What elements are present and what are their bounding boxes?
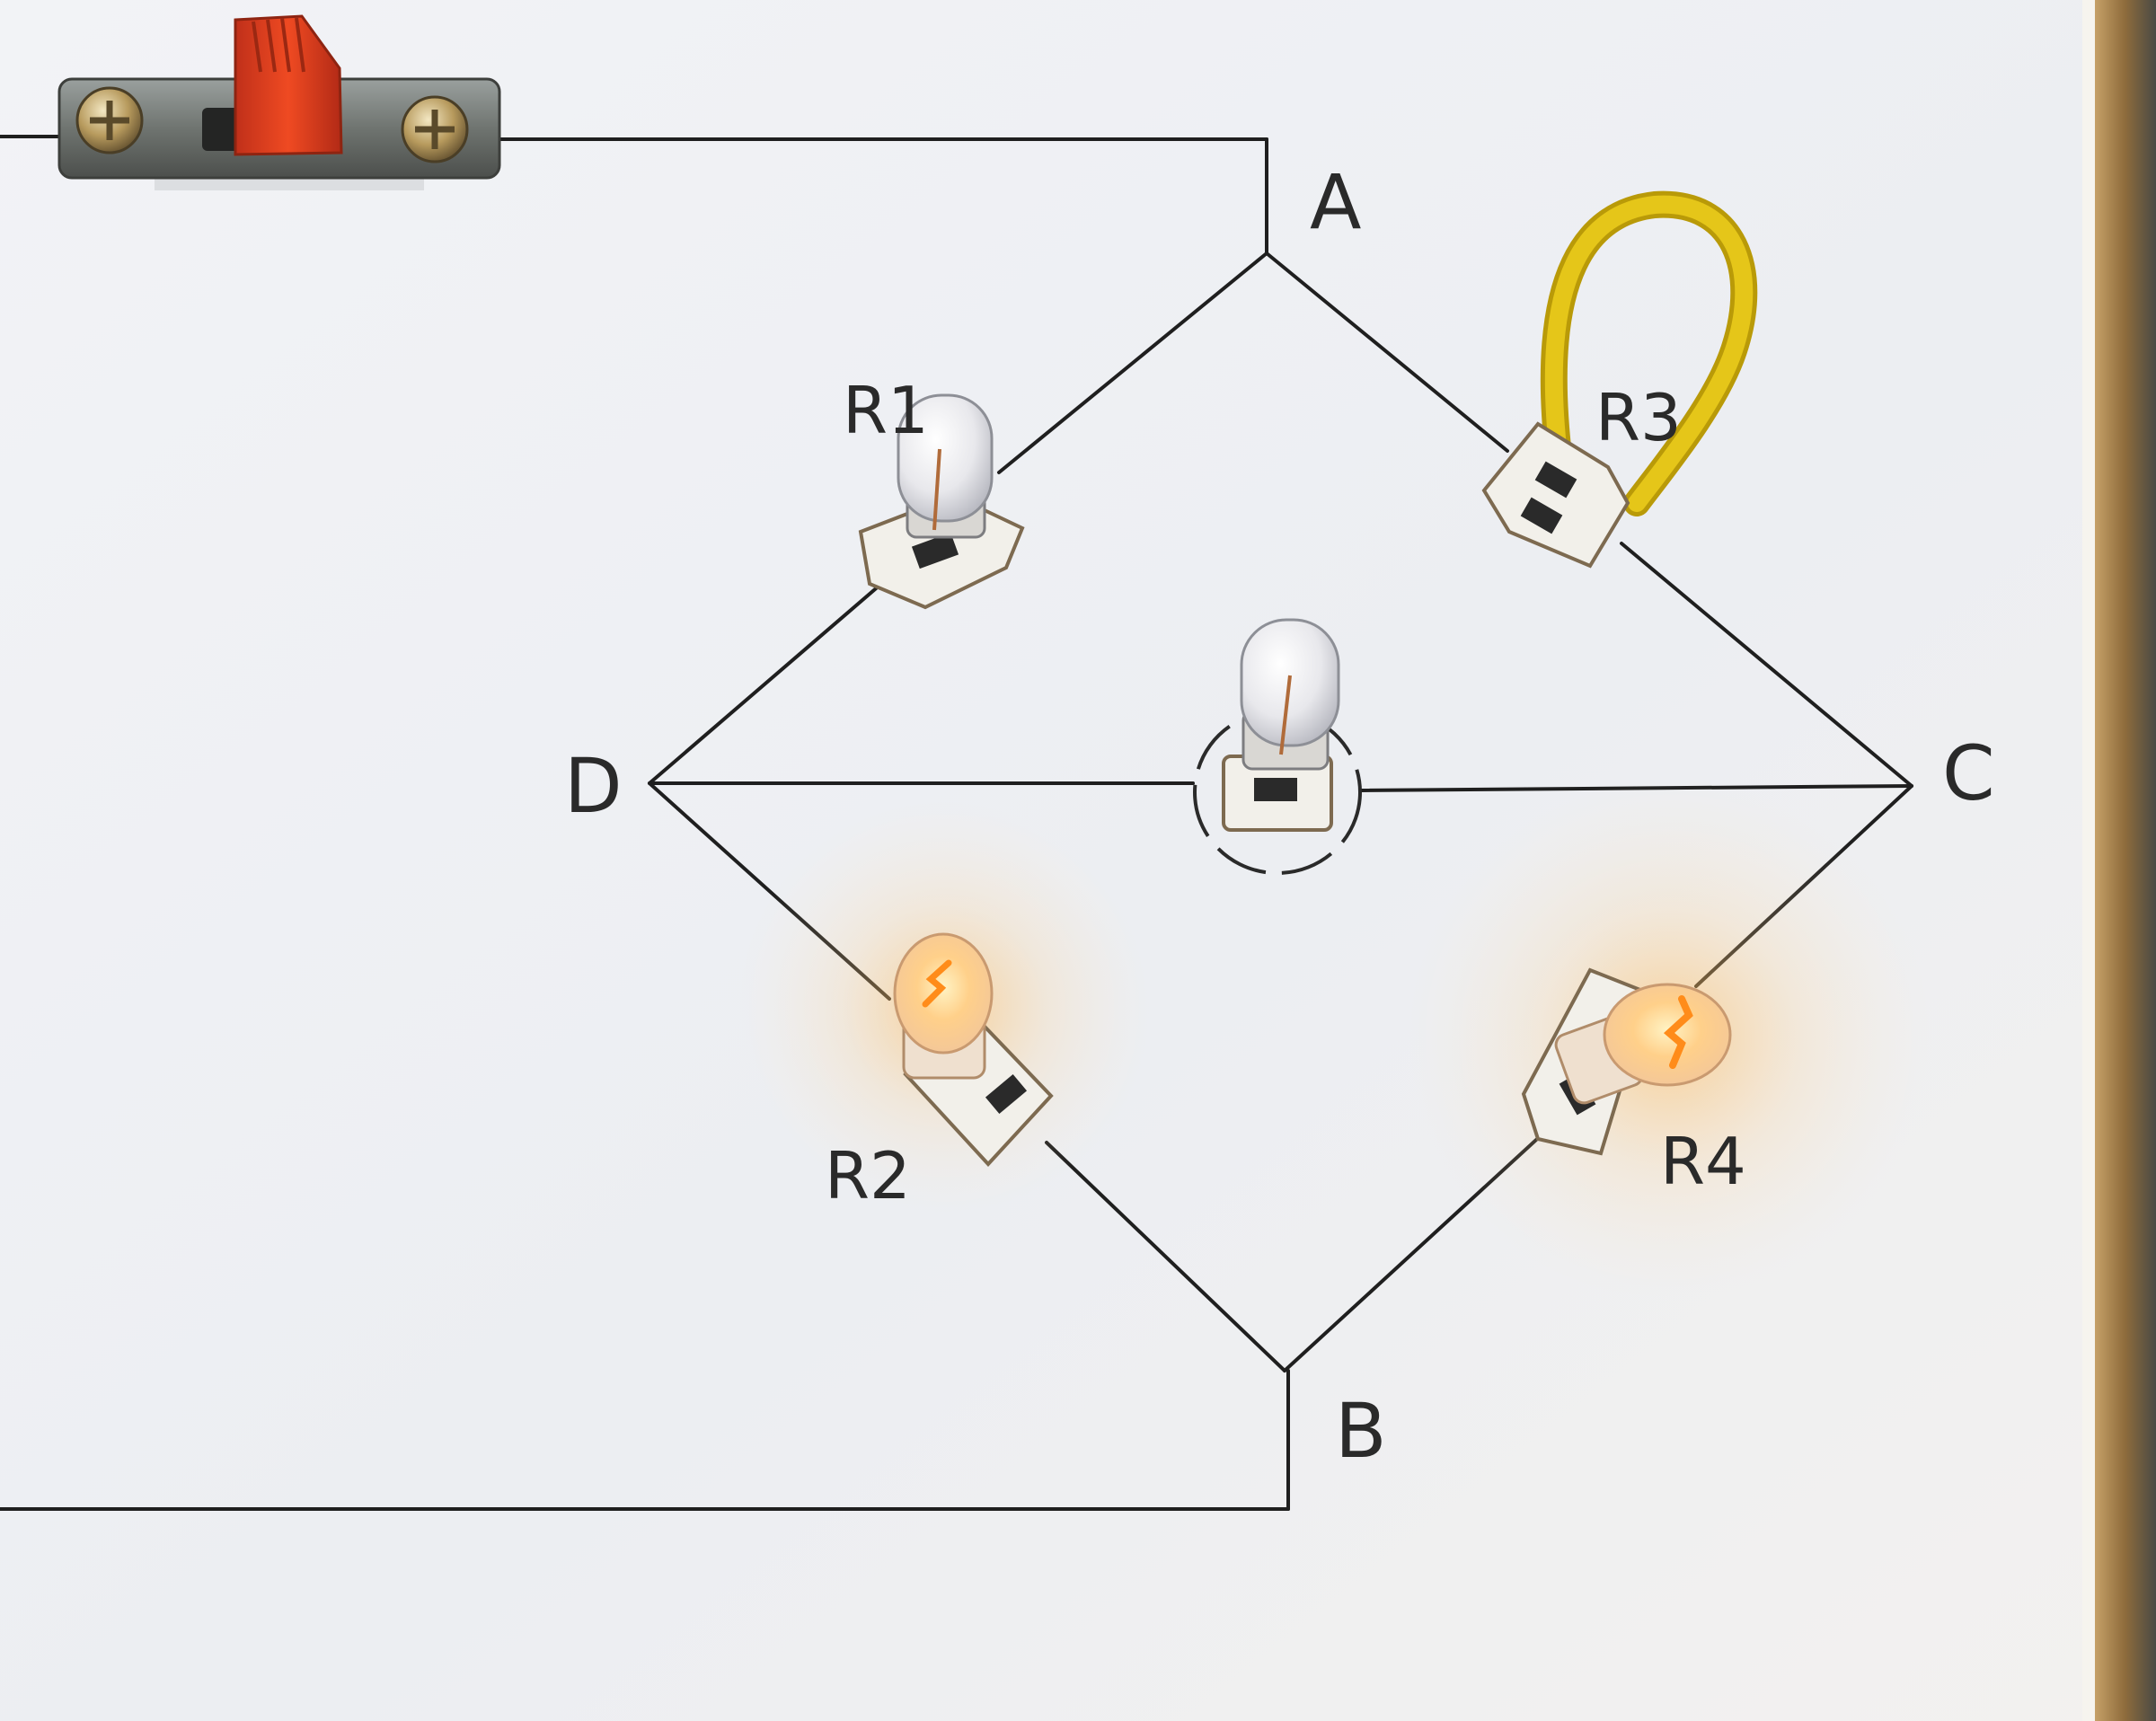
resistor-label-r3: R3 <box>1595 380 1682 455</box>
bulb-center-filament <box>1279 675 1292 755</box>
wire-a-r3 <box>1265 252 1509 453</box>
bulb-center[interactable] <box>1193 618 1362 875</box>
bulb-r1-filament <box>932 448 941 531</box>
wire-r1-d <box>648 577 889 785</box>
node-label-a: A <box>1310 158 1361 246</box>
resistor-r2[interactable] <box>893 932 1054 1167</box>
resistor-label-r2: R2 <box>825 1138 911 1214</box>
node-label-d: D <box>564 742 623 830</box>
board-edge <box>2093 0 2156 1721</box>
bulb-r2-glass <box>893 932 994 1055</box>
socket-r3-slot-1 <box>1534 461 1577 499</box>
bulb-r4-filament <box>1663 995 1693 1069</box>
resistor-label-r4: R4 <box>1660 1124 1746 1199</box>
resistor-r4[interactable] <box>1521 967 1732 1156</box>
socket-r3 <box>1481 421 1630 569</box>
wire-r3-c <box>1620 542 1913 788</box>
switch-knob-ridges <box>252 17 305 73</box>
jumper-wire-core <box>1544 195 1754 512</box>
wire-r2-b <box>1045 1141 1286 1372</box>
resistor-r3[interactable] <box>1481 421 1630 569</box>
socket-center-slot <box>1254 778 1297 801</box>
socket-r2-slot <box>985 1073 1028 1115</box>
resistor-r1[interactable] <box>858 393 1025 610</box>
board-edge-highlight <box>2082 0 2095 1721</box>
socket-r1-slot <box>911 532 959 569</box>
socket-r3-slot-2 <box>1520 497 1563 534</box>
switch-knob[interactable] <box>234 14 343 156</box>
bulb-r1-glass <box>897 393 994 523</box>
slide-switch-icon[interactable] <box>57 14 501 190</box>
bulb-r2-filament <box>922 959 952 1008</box>
node-label-c: C <box>1942 729 1995 817</box>
node-label-b: B <box>1335 1387 1387 1475</box>
wire-a-r1 <box>997 252 1268 474</box>
resistor-label-r1: R1 <box>843 373 929 448</box>
